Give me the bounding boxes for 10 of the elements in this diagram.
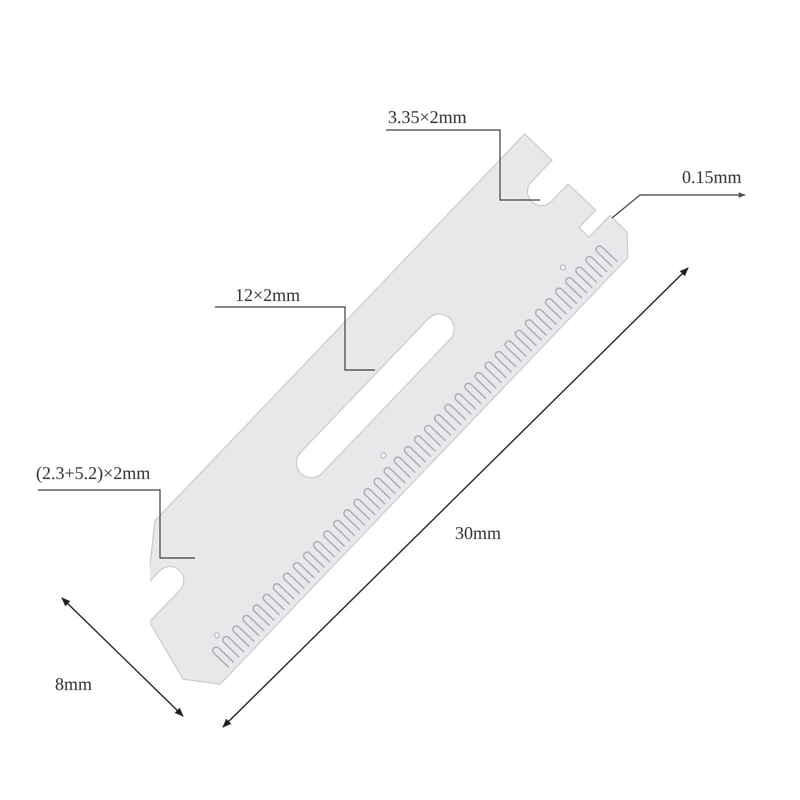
- dimension-label: 30mm: [455, 522, 502, 544]
- leader-line: [612, 192, 746, 218]
- leader-line: [38, 489, 195, 559]
- dimension-label: 0.15mm: [682, 166, 742, 188]
- dimension-label: (2.3+5.2)×2mm: [36, 462, 150, 484]
- leader-line: [215, 306, 375, 371]
- dimension-label: 12×2mm: [235, 284, 300, 306]
- dimension-label: 3.35×2mm: [388, 106, 467, 128]
- leader-line: [386, 129, 540, 201]
- dimension-label: 8mm: [55, 673, 92, 695]
